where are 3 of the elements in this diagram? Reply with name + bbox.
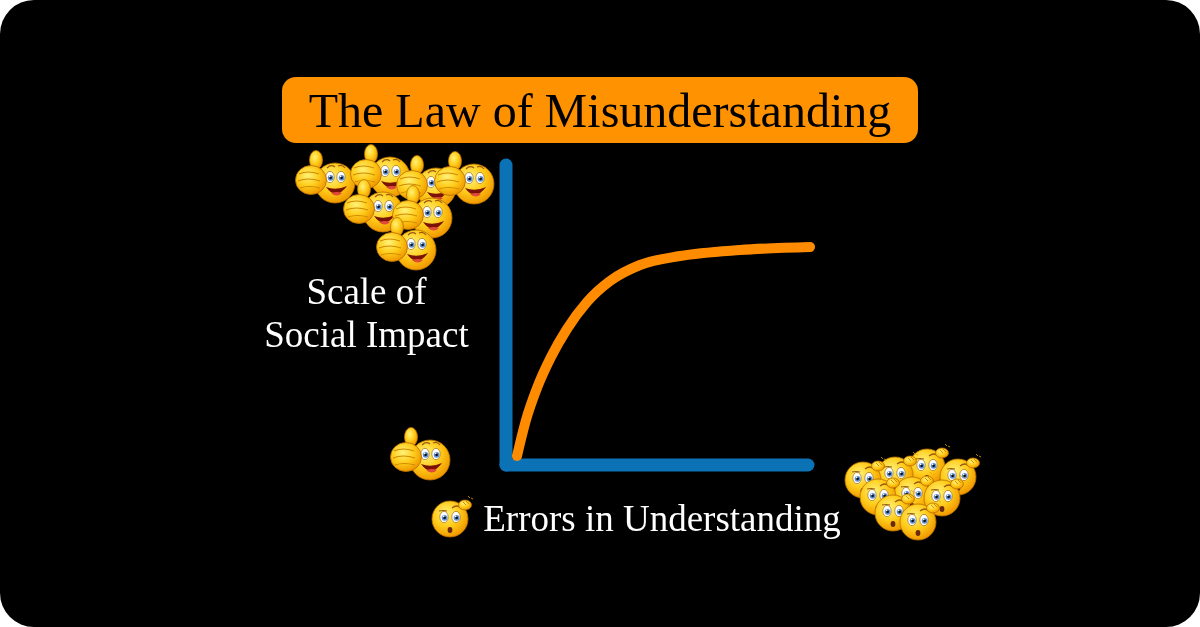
title: The Law of Misunderstanding (282, 77, 918, 143)
y-axis-title: Scale of Social Impact (263, 270, 470, 357)
x-axis-title: Errors in Understanding (482, 497, 842, 541)
